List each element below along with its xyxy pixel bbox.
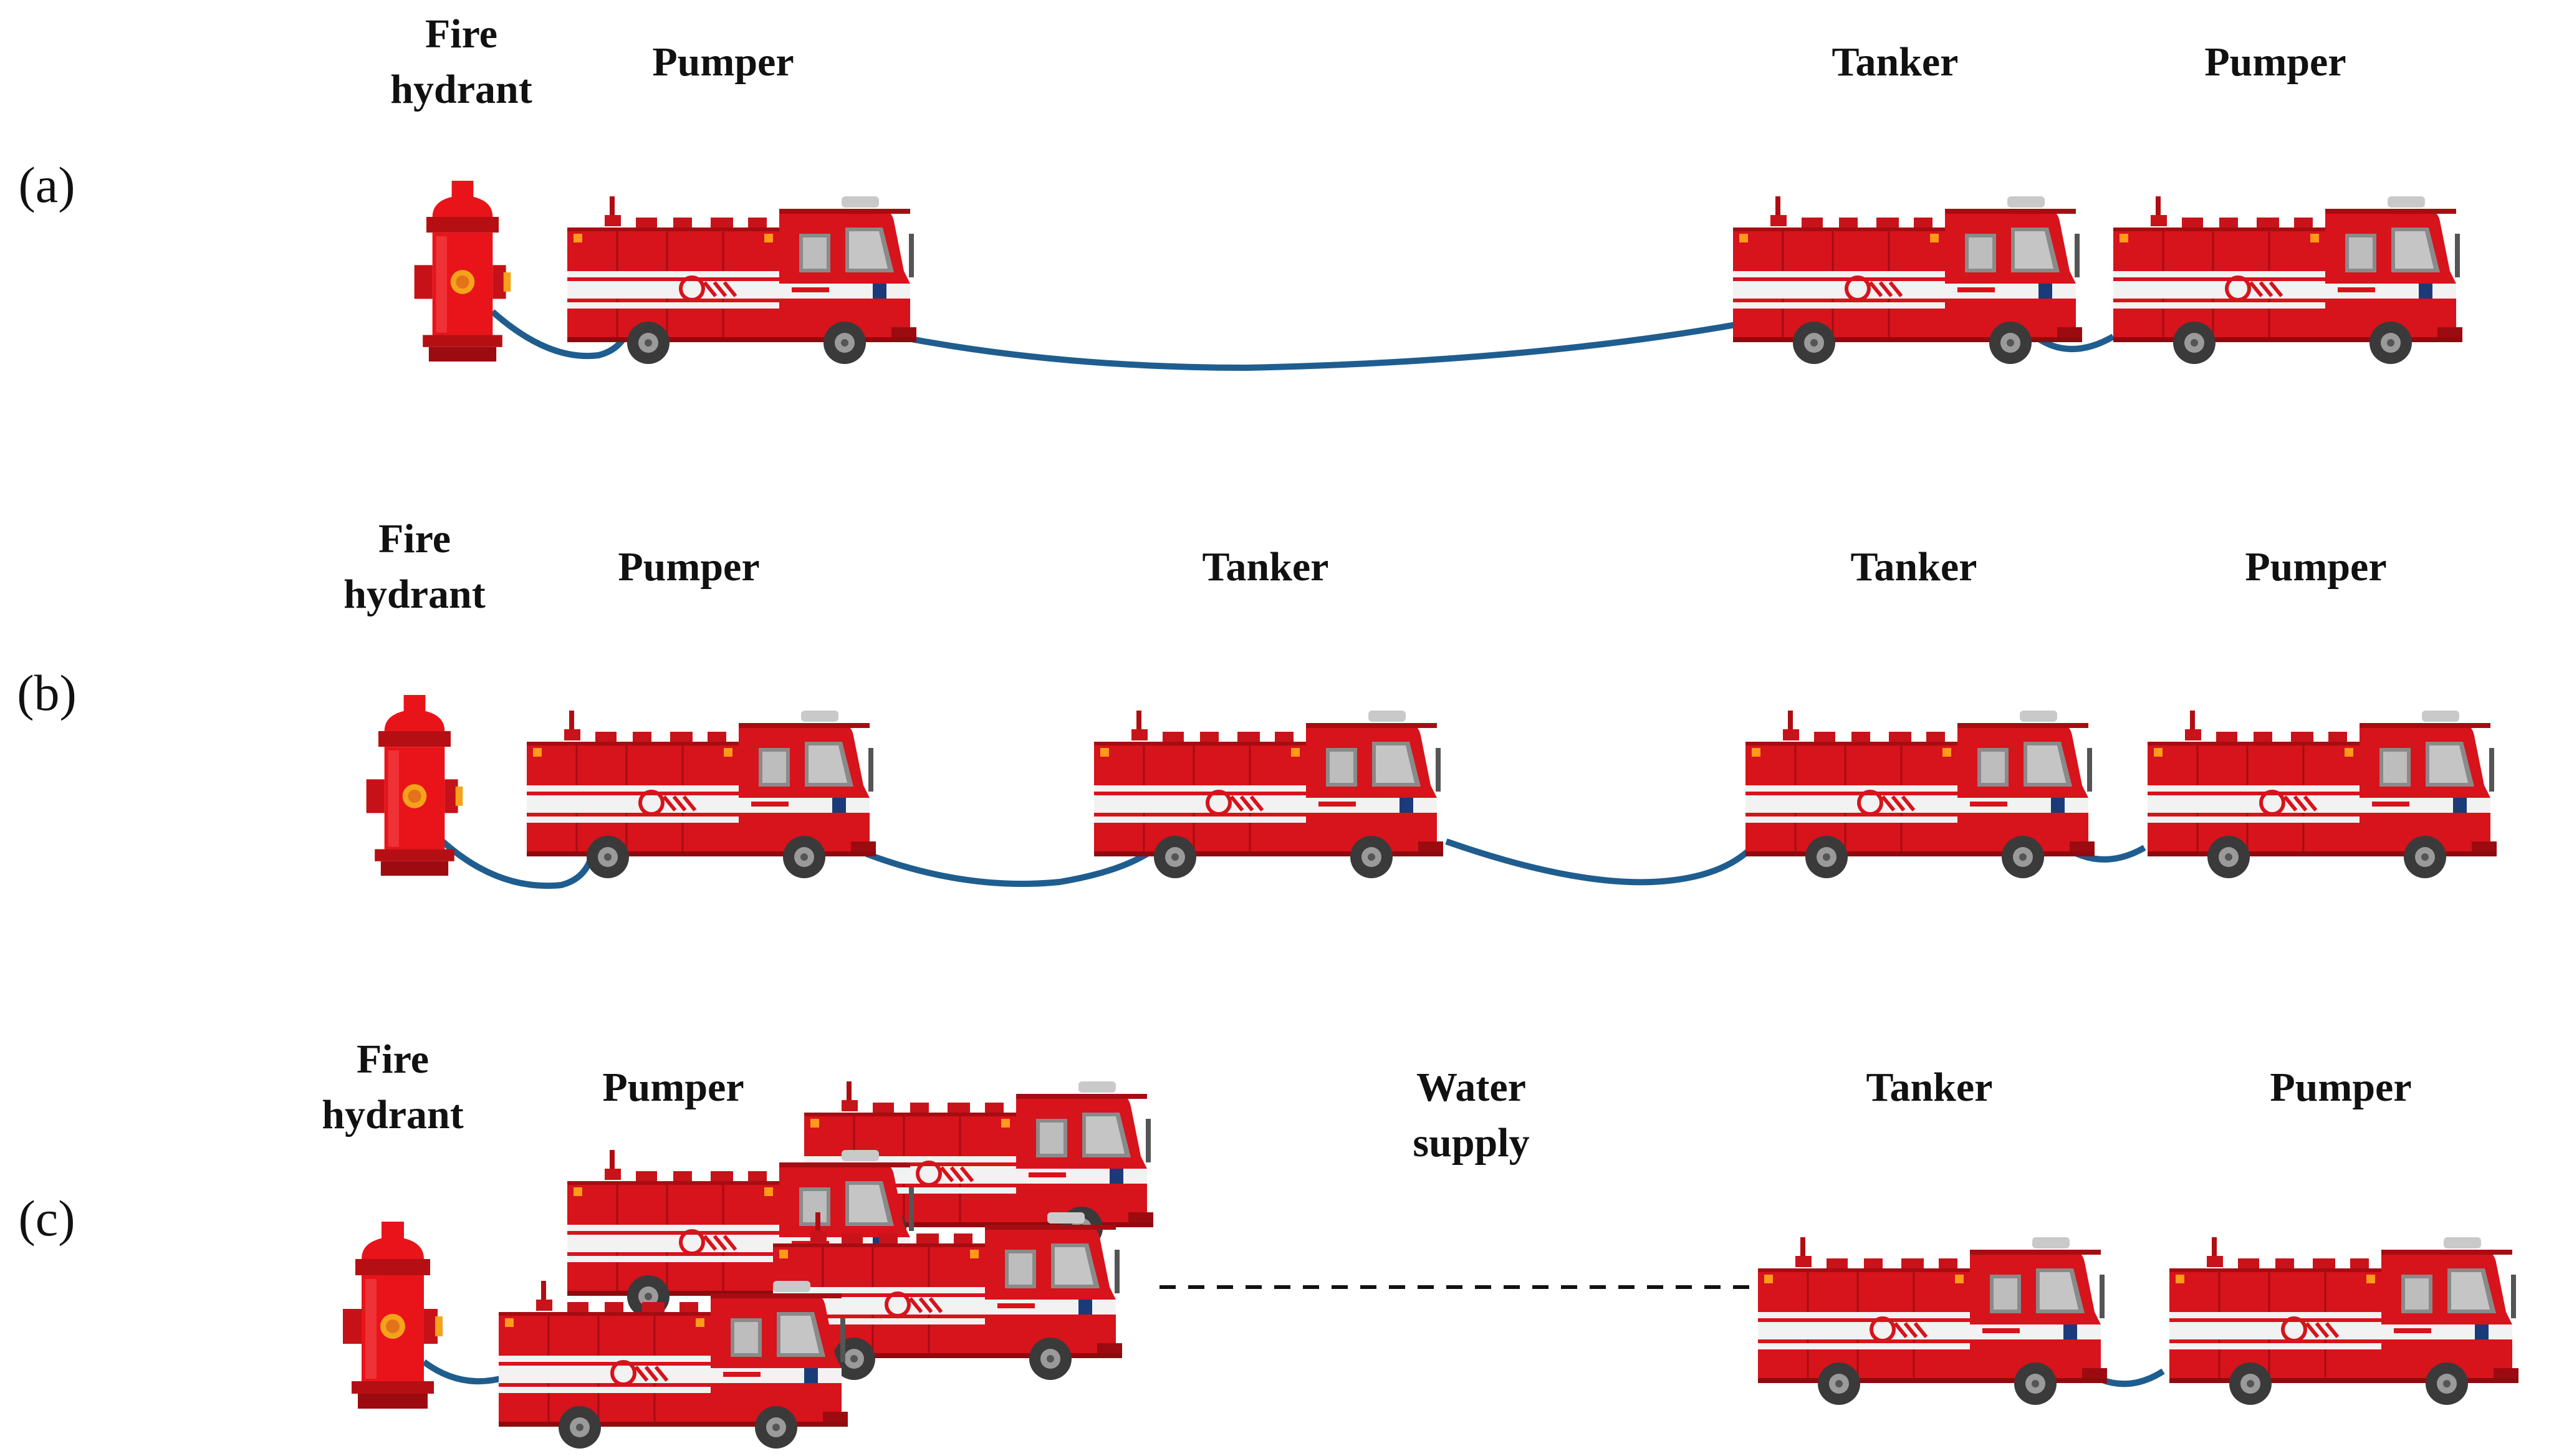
label-c-pumper-left: Pumper xyxy=(602,1065,744,1110)
hose-a-pumper-tanker xyxy=(897,321,1740,371)
tanker-truck-icon xyxy=(1733,196,2082,364)
label-a-pumper-right: Pumper xyxy=(2204,39,2346,85)
panel-b xyxy=(366,695,2497,889)
fire-hydrant-icon xyxy=(343,1222,443,1409)
label-c-water-supply: Water supply xyxy=(1413,1065,1530,1166)
label-c-pumper-right: Pumper xyxy=(2270,1065,2412,1110)
label-a-pumper-left: Pumper xyxy=(652,39,794,85)
label-b-tanker: Tanker xyxy=(1850,544,1977,590)
hose-b-hydrant-pumper xyxy=(440,839,595,889)
hose-b-pumper-tanker xyxy=(865,851,1149,887)
tanker-truck-icon xyxy=(1758,1237,2107,1405)
pumper-truck-icon xyxy=(527,711,876,878)
panel-a xyxy=(414,181,2462,371)
pumper-truck-icon xyxy=(2169,1237,2518,1405)
label-b-pumper-right: Pumper xyxy=(2245,544,2387,590)
label-c-fire-hydrant: Fire hydrant xyxy=(322,1037,464,1138)
fire-hydrant-icon xyxy=(414,181,511,362)
pumper-truck-icon xyxy=(567,196,916,364)
tanker-truck-icon xyxy=(1745,711,2095,878)
hose-c-hydrant-pumper xyxy=(422,1359,506,1385)
pumper-truck-icon xyxy=(499,1281,848,1449)
hose-b-tanker-tanker xyxy=(1445,838,1754,886)
label-b-fire-hydrant: Fire hydrant xyxy=(343,516,486,618)
label-a-tanker: Tanker xyxy=(1832,39,1959,85)
label-c-tanker: Tanker xyxy=(1866,1065,1993,1110)
panel-c xyxy=(343,1081,2518,1449)
panel-label-c: (c) xyxy=(18,1190,75,1247)
panel-label-a: (a) xyxy=(18,156,75,213)
label-b-tanker-mid: Tanker xyxy=(1202,544,1329,590)
label-b-pumper-left: Pumper xyxy=(618,544,760,590)
pumper-truck-icon xyxy=(2148,711,2497,878)
pumper-truck-icon xyxy=(2113,196,2462,364)
label-a-fire-hydrant: Fire hydrant xyxy=(390,11,532,113)
tanker-truck-icon xyxy=(1094,711,1443,878)
panel-label-b: (b) xyxy=(17,664,77,721)
